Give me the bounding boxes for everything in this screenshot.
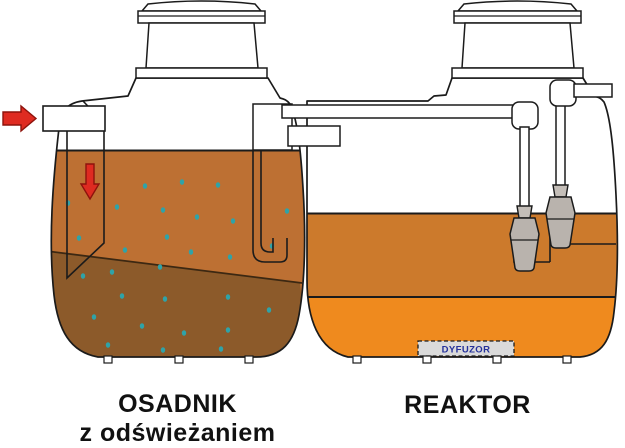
- transfer-pipe: [287, 125, 341, 147]
- osadnik-label: OSADNIK z odświeżaniem: [55, 390, 300, 448]
- diffuser: DYFUZOR: [417, 340, 515, 357]
- reaktor-feet: [352, 355, 572, 364]
- outlet-baffle: [252, 103, 293, 263]
- recirculation-pipe-vertical: [519, 126, 530, 208]
- pump-coupling-left: [516, 205, 533, 219]
- osadnik-label-line1: OSADNIK: [118, 390, 237, 418]
- reactor-liquid-upper: [307, 213, 618, 299]
- pipework: [281, 79, 613, 272]
- reaktor-label: REAKTOR: [360, 391, 575, 420]
- osadnik-tank: [2, 0, 306, 364]
- recirculation-pipe-horizontal: [281, 104, 517, 119]
- inlet-pipe: [42, 105, 106, 132]
- inlet-arrow-icon: [2, 104, 38, 133]
- settler-sludge: [51, 251, 305, 357]
- outlet-pipe-vertical: [555, 95, 566, 187]
- osadnik-liquid: [51, 149, 305, 357]
- reaktor-tank: DYFUZOR: [306, 0, 619, 364]
- airlift-pump-left: [509, 217, 540, 272]
- pipe-elbow-right: [549, 79, 577, 107]
- dyfuzor-label: DYFUZOR: [442, 345, 491, 356]
- reaktor-label-text: REAKTOR: [404, 391, 531, 419]
- aeration-bubbles: [65, 179, 290, 353]
- outlet-pipe-stub: [573, 83, 613, 98]
- osadnik-label-line2: z odświeżaniem: [79, 419, 276, 447]
- airlift-pump-right: [545, 196, 576, 249]
- osadnik-feet: [103, 355, 254, 364]
- sludge-boundary: [51, 250, 303, 284]
- pump-coupling-right: [552, 184, 569, 198]
- down-flow-arrow-icon: [79, 163, 101, 201]
- pipe-elbow-left: [511, 101, 539, 130]
- manhole-cover-right: [451, 0, 584, 79]
- outlet-j-tube-outer: [252, 150, 288, 263]
- diffuser-box: [417, 340, 515, 357]
- manhole-cover-left: [135, 0, 268, 79]
- outlet-j-tube-inner: [260, 150, 274, 253]
